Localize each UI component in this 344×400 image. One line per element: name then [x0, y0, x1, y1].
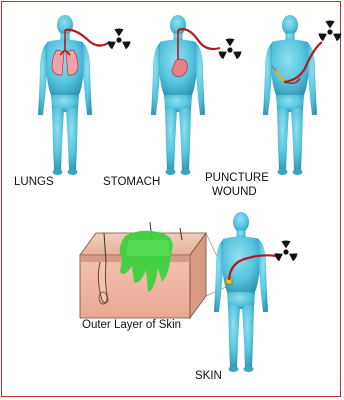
human-figure-lungs: [38, 15, 131, 175]
radiation-icon: [274, 240, 299, 261]
radiation-icon: [318, 20, 343, 41]
label-stomach: STOMACH: [103, 176, 160, 188]
skin-cross-section: [80, 222, 206, 318]
radiation-icon: [218, 38, 243, 59]
human-figure-puncture-wound: [263, 15, 342, 175]
radiation-icon: [107, 28, 132, 49]
label-skin: SKIN: [195, 370, 222, 382]
label-outer-layer-of-skin: Outer Layer of Skin: [82, 319, 181, 331]
human-figure-stomach: [151, 15, 242, 175]
label-lungs: LUNGS: [14, 176, 54, 188]
label-puncture: PUNCTURE: [205, 172, 269, 184]
human-figure-skin: [214, 212, 298, 372]
label-wound: WOUND: [212, 186, 257, 198]
